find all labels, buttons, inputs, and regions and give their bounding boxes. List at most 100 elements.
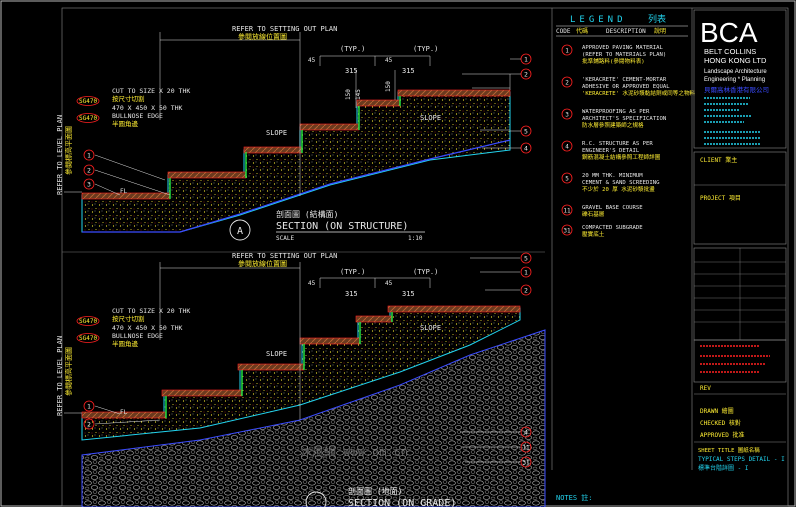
section-a-marker: A [237,226,243,237]
section-b-callouts-right: 5 1 2 4 11 31 [520,252,532,468]
drawn-label: DRAWN 繪圖 [700,407,734,415]
legend-desc-cn: 礫石基層 [582,210,604,218]
tread-4 [299,123,360,131]
section-b-bullnose-cn: 半圓角邊 [112,339,139,348]
leader-lines-left [94,154,171,196]
legend-code-circle [561,140,573,152]
section-a-bullnose-cn: 半圓角邊 [112,119,139,128]
svg-text:45: 45 [308,280,316,287]
client-label: CLIENT 業主 [700,156,737,164]
svg-text:5: 5 [524,255,528,263]
section-a-title-cn: 剖面圖 (結構面) [276,209,338,219]
tread-top [397,89,511,97]
section-a-typ-2: (TYP.) [413,45,438,53]
legend-code-circle [561,76,573,88]
legend-code: 2 [565,80,569,87]
legend-desc-line: ARCHITECT'S SPECIFICATION [582,116,666,122]
services-line-2: Engineering * Planning [704,77,765,83]
tread-2 [167,171,247,179]
section-b-code-2: SG470 [79,335,97,342]
section-a-dim-1: 315 [402,67,415,75]
section-a-typ-1: (TYP.) [340,45,365,53]
section-b-refer-level: REFER TO LEVEL PLAN [56,336,64,416]
waterproofing-line [82,139,511,233]
section-a-code-2: SG470 [79,115,97,122]
section-b-bullnose: BULLNOSE EDGE [112,332,163,340]
typ-dimension [319,55,431,66]
section-b-size-470: 470 X 450 X 50 THK [112,324,183,332]
legend-code-circle [561,172,573,184]
legend-desc-cn: 不少於 20 厚 水泥砂漿批盪 [582,185,655,193]
section-a-refer-level: REFER TO LEVEL PLAN [56,115,64,195]
sheet-title-label: SHEET TITLE 圖紙名稱 [698,446,760,454]
section-b-slope-1: SLOPE [266,350,287,358]
legend-code-circle [561,44,573,56]
legend-code: 3 [565,112,569,119]
section-a-callouts-right: 1 2 5 4 [510,53,532,154]
section-b-title: SECTION (ON GRADE) [348,498,456,507]
section-a-size-470: 470 X 450 X 50 THK [112,104,183,112]
section-a-refer-plan: REFER TO SETTING OUT PLAN [232,25,337,33]
sheet-title: TYPICAL STEPS DETAIL - I [698,456,785,463]
section-b-title-cn: 剖面圖 (地面) [348,486,402,496]
section-a-slope-1: SLOPE [266,129,287,137]
services-line-1: Landscape Architecture [704,69,767,75]
dimension-lines [159,32,301,196]
legend-code-circle [561,204,573,216]
section-a-dim-45: 45 [308,57,316,64]
svg-text:45: 45 [385,280,393,287]
revision-label: REV [700,385,711,392]
section-a-fl: FL [120,188,128,195]
title-block: BCA BELT COLLINS HONG KONG LTD Landscape… [693,9,787,472]
watermark: 沐風網 www.om.cn [300,445,408,459]
legend-desc-line: WATERPROOFING AS PER [582,109,650,115]
legend-code: 31 [563,228,571,235]
svg-text:11: 11 [522,445,530,452]
legend-code-circle [561,224,573,236]
legend-desc-cn: 'KERACRETE' 水泥砂漿黏結劑或同等之物料 [582,89,696,97]
section-a-callout-r2: 2 [524,71,528,79]
section-a-callout-r5: 5 [524,128,528,136]
section-b-dim-315a: 315 [345,290,358,298]
legend-col-desc: DESCRIPTION [606,28,646,35]
company-name-cn: 貝爾高林香港有限公司 [704,85,769,94]
legend-title: LEGEND [570,15,627,25]
legend-title-cn: 列表 [648,13,666,25]
approved-label: APPROVED 批准 [700,431,745,439]
section-b-callouts-left: 1 2 [83,400,95,430]
notes-label: NOTES 註: [556,493,593,502]
legend-code-circle [561,108,573,120]
section-a-cut-size-cn: 按尺寸切割 [112,94,145,103]
company-line-1: BELT COLLINS [704,47,756,56]
gravel-subgrade [81,329,546,507]
legend-code: 4 [565,144,569,151]
legend-desc-cn: 批準鋪路料(參閱物料表) [582,57,645,65]
tread-3 [243,146,303,154]
section-b-dim-315b: 315 [402,290,415,298]
legend-desc-line: CEMENT & SAND SCREEDING [582,180,660,186]
section-b-cut-size: CUT TO SIZE X 20 THK [112,307,190,315]
section-a-callouts-left: 1 2 3 [83,149,95,190]
legend-panel: LEGEND 列表 CODE 代碼 DESCRIPTION 說明 [551,8,693,470]
section-a-slope-2: SLOPE [420,114,441,122]
legend-code: 11 [563,208,571,215]
section-a-refer-plan-cn: 參閱放線位置圖 [238,32,287,41]
section-a-bullnose: BULLNOSE EDGE [112,112,163,120]
section-a-code-1: SG470 [79,98,97,105]
section-b-marker-circle [305,491,327,507]
section-b-slope-2: SLOPE [420,324,441,332]
project-label: PROJECT 項目 [700,195,741,202]
legend-desc-line: APPROVED PAVING MATERIAL [582,45,663,51]
legend-code: 5 [565,176,569,183]
section-b-typ-2: (TYP.) [413,268,438,276]
legend-desc-line: 'KERACRETE' CEMENT-MORTAR [582,77,667,83]
section-b-refer-plan-cn: 參閱放線位置圖 [238,259,287,268]
legend-desc-cn: 防水層參照建築師之規格 [582,121,644,129]
section-a-callout-2: 2 [87,167,91,175]
svg-text:2: 2 [87,421,91,429]
section-a-cut-size: CUT TO SIZE X 20 THK [112,87,190,95]
section-b-code-1: SG470 [79,318,97,325]
tread-5 [356,99,401,107]
legend-desc-line: ADHESIVE OR APPROVED EQUAL [582,84,670,90]
